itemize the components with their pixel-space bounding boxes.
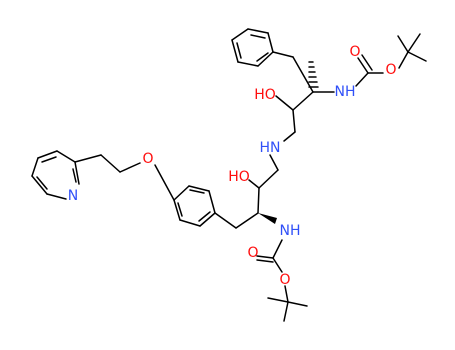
atom-o-aryl-ether: O <box>142 151 153 167</box>
bond-choh-ho-top <box>275 95 294 111</box>
hashed-wedge-top <box>308 61 319 88</box>
atom-o-boc-bottom-carbonyl: O <box>247 245 258 261</box>
bottom-boc-group <box>256 239 308 322</box>
bond-stereocenter-ch2-lower <box>235 212 259 229</box>
bond-choh-stereocenter-lower <box>257 187 260 214</box>
atom-o-boc-top-ether: O <box>385 62 396 78</box>
bond-o-ch2 <box>119 162 141 173</box>
phenylene-ring <box>173 185 216 227</box>
atom-nh-bottom: NH <box>280 223 301 239</box>
bond-ch2-aryl-lower <box>214 212 237 229</box>
bond-ch2-pyridine <box>74 154 102 163</box>
atom-ho-top: HO <box>254 87 276 103</box>
bond-ch2-ch2 <box>100 154 121 173</box>
top-phenyl-ring <box>231 28 274 67</box>
atom-o-boc-bottom-ether: O <box>279 272 290 288</box>
atom-ho-mid: HO <box>228 169 250 185</box>
bond-ch2-stereocenter-top <box>292 56 314 93</box>
wedge-bond-lower <box>258 213 277 224</box>
atom-hn-center: HN <box>260 140 281 156</box>
bond-stereocenter-choh-top <box>292 91 314 111</box>
bond-phenyl-ch2 <box>272 51 294 58</box>
atom-nh-top: NH <box>335 84 356 100</box>
bond-ch2-choh-lower <box>258 169 279 189</box>
atom-o-boc-top-carbonyl: O <box>349 44 360 60</box>
bond-aryl-o <box>154 164 175 201</box>
bond-choh-ho-lower <box>248 179 260 189</box>
top-boc-group <box>355 33 427 87</box>
bond-ch2-hn <box>283 131 296 142</box>
bond-hn-ch2-lower <box>269 154 279 171</box>
bond-choh-ch2-top <box>292 109 296 133</box>
atom-n-pyridine: N <box>68 188 78 204</box>
pyridine-ring <box>31 150 80 200</box>
